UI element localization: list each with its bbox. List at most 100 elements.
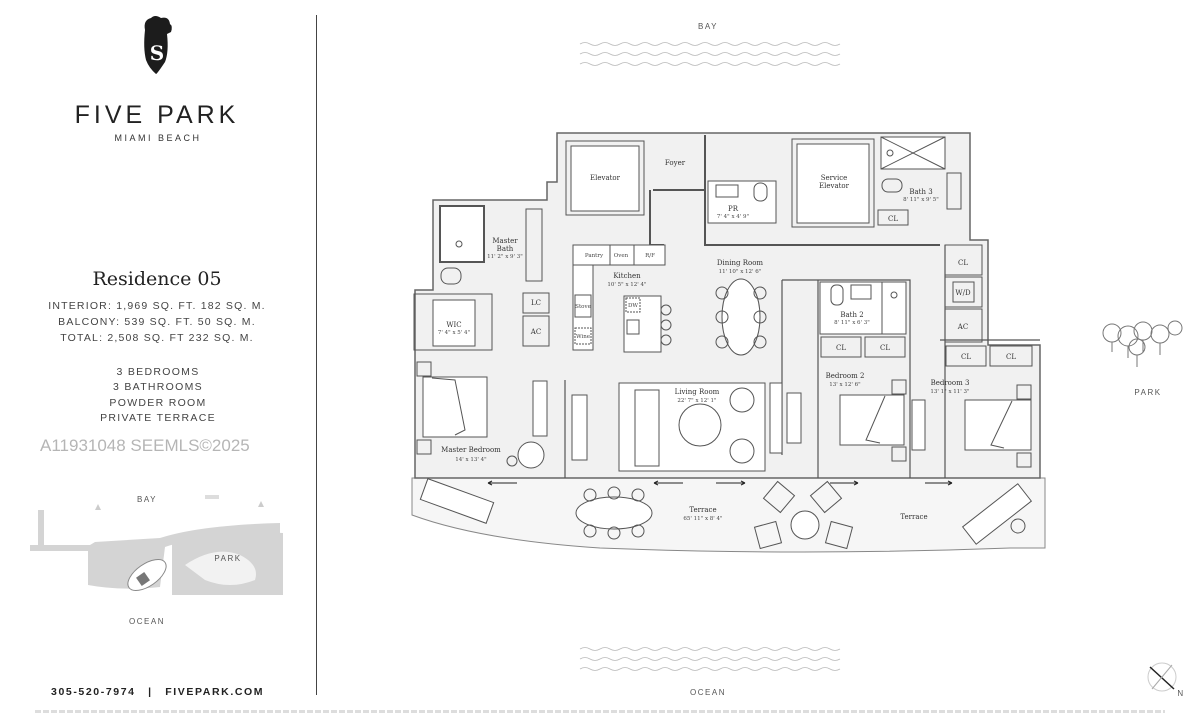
master-armchair xyxy=(517,441,545,469)
label-stove: Stove xyxy=(575,304,591,310)
label-bath3: Bath 3 xyxy=(909,188,932,196)
wic-room xyxy=(413,293,493,351)
spec-total: TOTAL: 2,508 SQ. FT 232 SQ. M. xyxy=(60,332,254,344)
terrace-stool xyxy=(1010,518,1026,534)
bedroom3-bed xyxy=(964,384,1032,468)
park-trees-icon xyxy=(1102,320,1183,367)
boat-icon xyxy=(205,495,219,499)
island-sink-icon xyxy=(626,319,640,335)
stove xyxy=(574,294,592,318)
orientation-park: PARK xyxy=(1134,388,1161,397)
dining-table xyxy=(721,278,761,356)
kitchen-appliance-row xyxy=(572,244,666,266)
bath3-closet xyxy=(877,209,909,226)
media-console xyxy=(571,394,588,461)
contact-separator: | xyxy=(148,686,153,698)
master-shower xyxy=(439,205,485,263)
label-service-elevator: Service xyxy=(821,174,848,182)
lc-closet xyxy=(522,292,550,314)
dims-living: 22' 7" x 12' 1" xyxy=(677,398,716,404)
dims-wic: 7' 4" x 5' 4" xyxy=(438,330,470,336)
label-cl: CL xyxy=(961,353,971,361)
label-kitchen: Kitchen xyxy=(613,272,641,280)
pier xyxy=(38,510,44,550)
wic-shelving xyxy=(432,299,476,347)
bath2-toilet-icon xyxy=(830,284,844,306)
appliance-dividers xyxy=(609,245,635,265)
dims-bedroom2: 13' x 12' 6" xyxy=(829,382,860,388)
elephant-shield-s-logo: S xyxy=(144,16,172,74)
label-ac: AC xyxy=(957,323,968,331)
bedroom3-dresser xyxy=(911,399,926,451)
pr-toilet-icon xyxy=(753,182,768,202)
coffee-table xyxy=(678,403,722,447)
washer-dryer xyxy=(952,281,975,303)
label-terrace: Terrace xyxy=(689,506,716,514)
map-label-bay: BAY xyxy=(137,495,157,504)
label-cl: CL xyxy=(1006,353,1016,361)
north-compass-icon xyxy=(1147,662,1177,692)
label-wd: W/D xyxy=(955,289,971,297)
label-lc: LC xyxy=(531,299,541,307)
map-label-ocean: OCEAN xyxy=(129,617,165,626)
bedroom3-closet-2 xyxy=(989,345,1033,367)
label-rf: R/F xyxy=(645,253,655,259)
closet-cl xyxy=(944,244,983,276)
brand-location: MIAMI BEACH xyxy=(114,133,202,143)
service-elevator-car[interactable] xyxy=(796,143,870,224)
bath2-closet-2 xyxy=(864,336,906,358)
sofa xyxy=(634,389,660,467)
shower-drain-icon xyxy=(455,240,463,248)
label-ac: AC xyxy=(530,328,541,336)
watermark: A11931048 SEEMLS©2025 xyxy=(40,436,250,455)
terrace-dining-table xyxy=(575,496,653,530)
elevator-car[interactable] xyxy=(570,145,640,212)
dims-master-bath: 11' 2" x 9' 3" xyxy=(487,254,523,260)
label-bedroom3: Bedroom 3 xyxy=(931,379,970,387)
label-foyer: Foyer xyxy=(665,159,686,167)
sliding-door-arrows xyxy=(487,480,953,486)
label-pantry: Pantry xyxy=(585,253,604,259)
kitchen-counter xyxy=(572,264,594,351)
promenade xyxy=(30,523,280,551)
feature-bedrooms: 3 BEDROOMS xyxy=(116,366,200,378)
dims-bedroom3: 13' 1" x 11' 3" xyxy=(930,389,969,395)
label-cl: CL xyxy=(880,344,890,352)
label-dining: Dining Room xyxy=(717,259,764,267)
terrace-chairs xyxy=(583,486,645,540)
dims-kitchen: 10' 5" x 12' 4" xyxy=(607,282,646,288)
shower-drain-icon xyxy=(886,149,894,157)
powder-room xyxy=(707,180,777,224)
dims-dining: 11' 10" x 12' 6" xyxy=(719,269,762,275)
phone-number[interactable]: 305-520-7974 xyxy=(51,686,136,698)
terrace-side-table xyxy=(790,510,820,540)
contact-line: 305-520-7974 | FIVEPARK.COM xyxy=(51,686,264,698)
label-service-elevator-2: Elevator xyxy=(819,182,850,190)
bedroom2-dresser xyxy=(786,392,802,444)
laundry-closet xyxy=(944,276,983,308)
service-elevator-shaft xyxy=(791,138,875,228)
bath3-vanity-icon xyxy=(946,172,962,210)
logo-letter: S xyxy=(150,41,164,65)
kitchen-island xyxy=(623,295,662,353)
feature-terrace: PRIVATE TERRACE xyxy=(100,412,216,424)
label-cl: CL xyxy=(958,259,968,267)
bath2-sink-icon xyxy=(850,284,872,300)
island-stools xyxy=(660,304,672,346)
brand-name: FIVE PARK xyxy=(74,101,240,129)
terrace-outline xyxy=(411,477,1046,553)
master-toilet-icon xyxy=(440,267,462,285)
label-cl: CL xyxy=(888,215,898,223)
master-dresser xyxy=(532,380,548,437)
ac-closet-2 xyxy=(944,308,983,343)
panel-divider xyxy=(316,15,317,695)
map-label-park: PARK xyxy=(214,554,242,563)
bath2-closet-1 xyxy=(820,336,862,358)
dims-bath2: 8' 11" x 6' 3" xyxy=(834,320,870,326)
website-link[interactable]: FIVEPARK.COM xyxy=(165,686,265,698)
spec-balcony: BALCONY: 539 SQ. FT. 50 SQ. M. xyxy=(58,316,256,328)
pr-sink-icon xyxy=(715,184,739,198)
water-waves xyxy=(579,42,841,671)
tower-footprint xyxy=(127,558,167,592)
